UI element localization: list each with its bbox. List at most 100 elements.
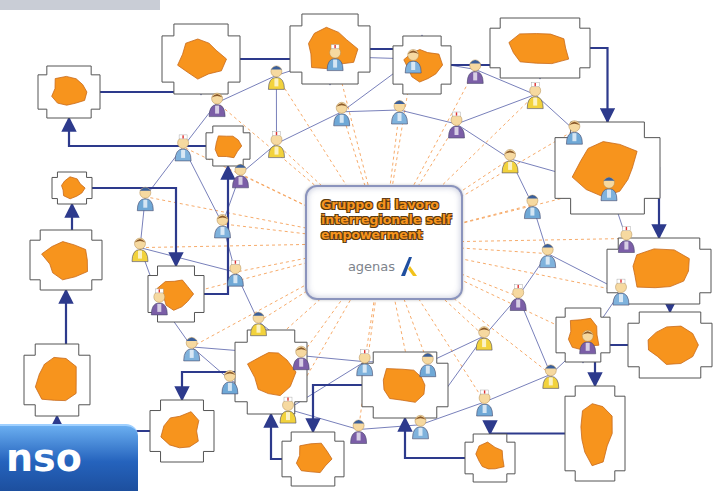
doctor-cap: [186, 337, 197, 341]
people-link: [301, 356, 364, 362]
person-collar: [572, 133, 576, 141]
nurse-cross: [235, 261, 236, 264]
person-collar: [516, 300, 520, 308]
nurse-cross: [287, 398, 288, 401]
person-collar: [411, 62, 415, 70]
person-body: [540, 256, 556, 268]
region-frames: [24, 14, 712, 486]
region-frame: [465, 434, 515, 482]
person-body: [476, 338, 492, 350]
tab-label: nso: [6, 436, 132, 480]
person-body: [477, 404, 493, 416]
nurse-cap: [331, 45, 339, 49]
person-collar: [619, 294, 623, 302]
region-frame: [362, 352, 448, 418]
nurse-cross: [456, 112, 457, 115]
region-arrow: [69, 118, 228, 146]
person-body: [527, 97, 543, 109]
person-icon: [392, 101, 408, 125]
person-body: [580, 342, 596, 354]
people-link: [359, 425, 421, 430]
region-shape: [35, 357, 76, 400]
person-icon: [251, 312, 267, 336]
person-collar: [233, 275, 237, 283]
region-shape: [404, 50, 443, 83]
person-head: [186, 337, 197, 348]
people-link: [399, 110, 456, 124]
person-head: [604, 177, 615, 188]
region-shape: [62, 177, 86, 199]
person-collar: [508, 162, 512, 170]
region-shape: [178, 39, 227, 79]
person-collar: [549, 377, 553, 385]
dashed-links: [140, 57, 626, 430]
person-collar: [455, 127, 459, 135]
region-shape: [633, 249, 689, 288]
region-shape: [52, 76, 87, 105]
person-body: [175, 149, 191, 161]
person-icon: [413, 415, 429, 439]
person-head: [253, 312, 264, 323]
people-link: [342, 110, 400, 112]
person-icon: [477, 390, 493, 416]
person-hair: [224, 371, 235, 375]
person-hair: [408, 51, 419, 55]
nurse-cross: [518, 285, 519, 288]
title-tab: nso: [0, 424, 138, 491]
person-collar: [607, 190, 611, 198]
doctor-cap: [394, 101, 405, 105]
person-body: [351, 432, 367, 444]
people-link: [288, 409, 359, 429]
nurse-cross: [626, 227, 627, 230]
region-shape: [572, 142, 637, 197]
central-box: Gruppo di lavoro interregionale self emp…: [305, 185, 463, 300]
person-head: [470, 60, 481, 71]
doctor-cap: [140, 187, 151, 191]
region-shape: [215, 136, 242, 158]
person-collar: [624, 242, 628, 250]
person-collar: [398, 113, 402, 121]
person-icon: [476, 327, 492, 351]
nurse-cross: [276, 132, 277, 135]
person-collar: [286, 412, 290, 420]
person-hair: [296, 347, 307, 351]
person-collar: [426, 366, 430, 374]
person-icon: [502, 149, 518, 173]
person-icon: [227, 260, 243, 286]
person-icon: [467, 60, 483, 84]
person-icon: [527, 83, 543, 109]
region-frame: [282, 432, 344, 486]
person-icon: [175, 135, 191, 161]
person-head: [505, 149, 516, 160]
person-icon: [209, 93, 225, 117]
person-collar: [228, 383, 232, 391]
nurse-cap: [481, 390, 489, 394]
nurse-cross: [334, 45, 335, 48]
top-bar: [0, 0, 160, 10]
logo-text: agenas: [348, 259, 395, 274]
person-icon: [334, 102, 350, 126]
person-body: [293, 358, 309, 370]
person-icon: [618, 227, 634, 253]
person-body: [566, 132, 582, 144]
logo-stroke: [408, 266, 417, 276]
nurse-cap: [514, 285, 522, 289]
logo-mark: [398, 254, 420, 278]
region-frame: [235, 330, 307, 414]
region-shape: [42, 242, 88, 280]
people-links: [140, 57, 626, 430]
region-frame: [290, 14, 370, 84]
person-head: [569, 121, 580, 132]
person-body: [613, 293, 629, 305]
person-collar: [586, 343, 590, 351]
person-collar: [530, 208, 534, 216]
person-body: [209, 105, 225, 117]
nurse-cap: [453, 112, 461, 116]
person-collar: [143, 200, 147, 208]
person-collar: [363, 365, 367, 373]
person-icon: [580, 330, 596, 354]
doctor-cap: [604, 177, 615, 181]
nurse-cap: [531, 83, 539, 87]
person-body: [467, 71, 483, 83]
person-body: [449, 126, 465, 138]
